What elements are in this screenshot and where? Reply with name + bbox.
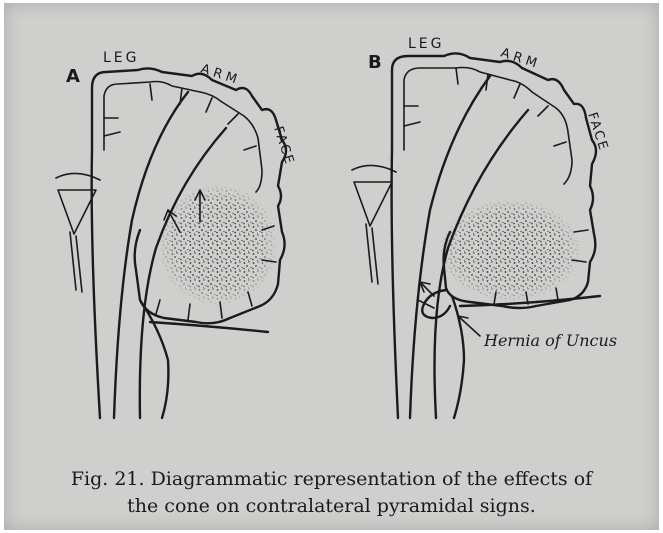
panel-b-letter: B xyxy=(368,52,382,73)
panel-a-label-leg: LEG xyxy=(103,50,140,66)
panel-a-diagram: A LEG ARM FACE xyxy=(56,50,297,418)
panel-b-label-leg: LEG xyxy=(408,36,445,52)
panel-b-falx xyxy=(392,150,398,418)
panel-b-label-face: FACE xyxy=(584,111,611,154)
panel-b-label-arm: ARM xyxy=(499,46,543,73)
panel-b-brainstem xyxy=(452,296,464,418)
panel-a-lesion xyxy=(160,185,276,305)
panel-b-annotation-hernia: Hernia of Uncus xyxy=(483,331,617,350)
panel-b-ventricle xyxy=(352,165,396,284)
caption-line-2: the cone on contralateral pyramidal sign… xyxy=(0,493,663,520)
panel-b-diagram: B LEG ARM FACE Hernia of Uncus xyxy=(352,36,617,418)
panel-b-lesion xyxy=(440,200,580,300)
panel-a-label-face: FACE xyxy=(270,125,297,168)
caption-line-1: Fig. 21. Diagrammatic representation of … xyxy=(0,466,663,493)
panel-a-letter: A xyxy=(66,66,80,87)
